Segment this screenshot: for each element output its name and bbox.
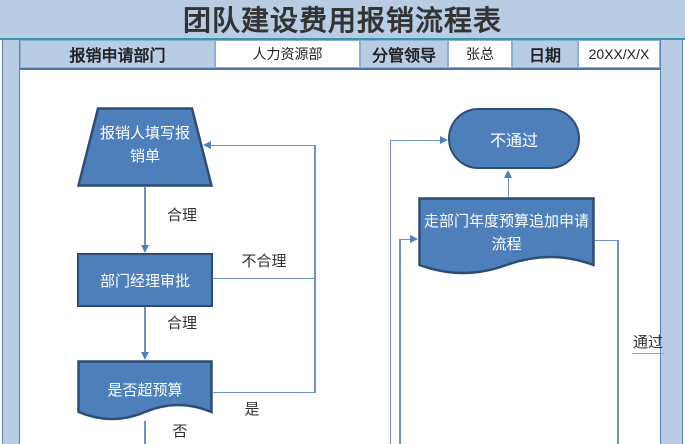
header-label-leader: 分管领导: [360, 40, 448, 68]
node-label: 部门经理审批: [99, 272, 190, 290]
node-fill-reimbursement-form[interactable]: 报销人填写报销单: [77, 107, 213, 187]
document-shape: [77, 360, 213, 421]
node-over-budget-check[interactable]: 是否超预算: [77, 360, 213, 430]
left-margin-strip: [2, 40, 20, 444]
edge-reject-vertical: [389, 139, 391, 444]
edge-label-reasonable-2: 合理: [166, 315, 197, 332]
header-label-department: 报销申请部门: [20, 40, 215, 68]
header-value-date[interactable]: 20XX/X/X: [578, 40, 660, 68]
node-label: 是否超预算: [107, 382, 183, 399]
edge-into-budgetprocess: [399, 238, 411, 240]
edge-feedback-into-fillform: [211, 144, 315, 146]
edge-label-pass: 通过: [632, 331, 664, 354]
header-label-date: 日期: [512, 40, 578, 68]
edge-unreasonable-h: [213, 277, 315, 279]
edge-label-yes: 是: [244, 401, 260, 418]
arrowhead-into-fillform: [203, 140, 211, 149]
title-divider: [0, 38, 685, 40]
arrowhead-into-review: [140, 245, 149, 253]
node-label: 不通过: [489, 132, 538, 150]
document-shape: [418, 197, 595, 275]
edge-fillform-to-review: [144, 187, 146, 247]
arrowhead-into-notpass: [440, 135, 448, 144]
edge-review-to-budgetcheck: [144, 307, 146, 354]
arrowhead-up-into-notpass: [503, 170, 512, 178]
node-label: 报销人填写报销单: [99, 125, 190, 166]
header-bottom-border: [20, 68, 660, 70]
edge-reject-into-notpass: [389, 139, 441, 141]
edge-feedback-vertical: [314, 145, 316, 393]
edge-yes-h: [213, 391, 315, 393]
edge-label-unreasonable: 不合理: [241, 253, 287, 270]
edge-label-reasonable-1: 合理: [166, 207, 197, 224]
trapezoid-shape: [77, 107, 213, 187]
node-budget-addition-process[interactable]: 走部门年度预算追加申请流程: [418, 197, 595, 287]
header-value-department[interactable]: 人力资源部: [215, 40, 360, 68]
edge-no-down: [144, 421, 146, 444]
arrowhead-into-budgetcheck: [140, 352, 149, 360]
page-title: 团队建设费用报销流程表: [182, 5, 502, 36]
edge-pass-h: [595, 239, 618, 241]
title-band: 团队建设费用报销流程表: [0, 0, 685, 38]
edge-label-no: 否: [172, 423, 188, 440]
node-not-pass[interactable]: 不通过: [448, 108, 580, 169]
arrowhead-into-budgetprocess: [410, 234, 418, 243]
edge-pass-vertical: [617, 239, 619, 444]
header-value-leader[interactable]: 张总: [448, 40, 512, 68]
node-label: 走部门年度预算追加申请流程: [423, 213, 589, 254]
node-manager-review[interactable]: 部门经理审批: [77, 253, 213, 307]
edge-budget-vertical: [399, 238, 401, 444]
edge-budgetprocess-to-notpass: [507, 176, 509, 197]
right-margin-strip: [660, 40, 683, 444]
